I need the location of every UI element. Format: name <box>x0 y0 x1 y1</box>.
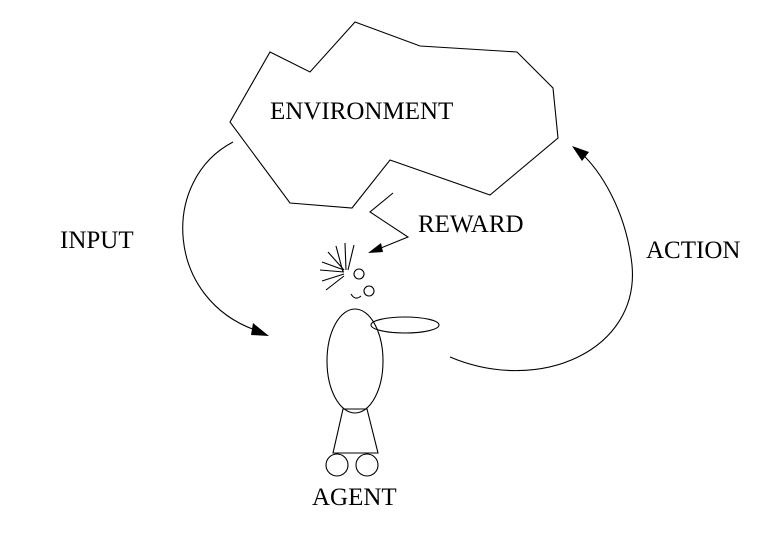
agent-left-foot <box>325 453 349 477</box>
agent-hair <box>319 242 355 291</box>
agent-legs <box>332 408 379 454</box>
action-label: ACTION <box>646 237 740 264</box>
environment-label: ENVIRONMENT <box>270 98 453 125</box>
agent-figure <box>319 242 440 477</box>
reward-label: REWARD <box>418 211 524 238</box>
agent-right-foot <box>355 453 379 477</box>
agent-nose <box>363 285 375 297</box>
environment-cloud-shape <box>229 21 559 209</box>
input-label: INPUT <box>60 227 134 254</box>
agent-smile <box>350 293 362 299</box>
input-arrowhead-icon <box>251 323 269 336</box>
agent-arm <box>370 316 440 334</box>
agent-label: AGENT <box>312 484 397 511</box>
reward-arrowhead-icon <box>368 243 383 253</box>
agent-body <box>326 308 384 414</box>
input-arrow-curve <box>182 141 259 332</box>
agent-eye <box>353 268 365 280</box>
reward-arrow-line <box>369 192 410 251</box>
action-arrow-curve <box>449 151 633 372</box>
action-arrowhead-icon <box>572 146 589 161</box>
